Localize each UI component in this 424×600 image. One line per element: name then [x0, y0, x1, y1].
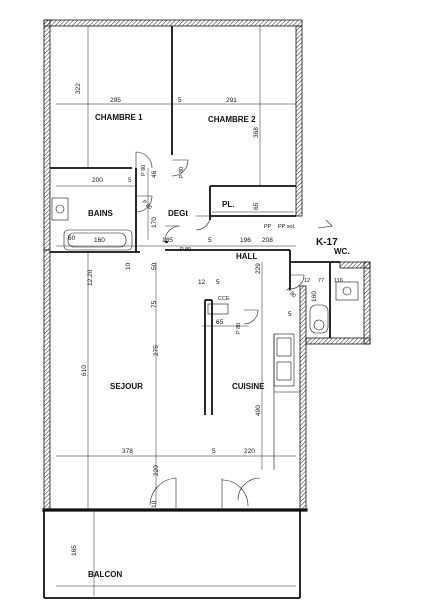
dim-220a: 220 [244, 448, 255, 455]
dimension-texts: 322 295 5 291 368 200 5 46 170 60 160 18… [68, 83, 343, 556]
dimension-lines [56, 26, 296, 596]
dim-77: 77 [318, 278, 324, 284]
dim-200: 200 [92, 177, 103, 184]
dim-10: 10 [125, 262, 132, 270]
dim-65b: 65 [216, 319, 224, 326]
dim-185: 185 [162, 237, 173, 244]
door-label-p80-f: P 80 [285, 287, 297, 299]
fixtures [51, 197, 359, 470]
plan-reference: K-17 [316, 237, 338, 248]
dim-116: 116 [334, 278, 343, 284]
dim-229: 229 [255, 263, 262, 274]
dim-490: 490 [255, 405, 262, 416]
label-cuisine: CUISINE [232, 382, 265, 391]
room-labels: CHAMBRE 1 CHAMBRE 2 BAINS DEGt PL. HALL … [88, 113, 350, 579]
dim-368: 368 [253, 127, 260, 138]
dim-170: 170 [151, 217, 158, 228]
dim-5e: 5 [288, 311, 292, 318]
label-sejour: SEJOUR [110, 382, 143, 391]
dim-75: 75 [151, 300, 158, 308]
dim-5a: 5 [178, 97, 182, 104]
door-label-p80-d: P 80 [180, 247, 191, 253]
dim-10b: 10 [151, 500, 158, 508]
dim-378: 378 [122, 448, 133, 455]
label-hall: HALL [236, 252, 257, 261]
door-label-p80-e: P 80 [236, 323, 242, 334]
dim-220b: 220 [153, 465, 160, 476]
interior-walls [42, 26, 340, 599]
door-label-pp-sol: PP sol. [278, 224, 296, 230]
label-chambre-1: CHAMBRE 1 [95, 113, 143, 122]
exterior-walls [43, 19, 371, 511]
door-label-p80-b: P 80 [179, 167, 185, 178]
dim-295: 295 [110, 97, 121, 104]
label-chambre-2: CHAMBRE 2 [208, 115, 256, 124]
dim-5c: 5 [208, 237, 212, 244]
dim-610: 610 [81, 365, 88, 376]
dim-1220: 12.20 [87, 269, 94, 286]
dim-275: 275 [153, 345, 160, 356]
dim-5f: 5 [212, 448, 216, 455]
dim-160b: 160 [311, 291, 318, 302]
dim-12: 12 [198, 279, 206, 286]
dim-160a: 160 [94, 237, 105, 244]
dim-50: 50 [151, 262, 158, 270]
door-swings [135, 151, 305, 508]
dim-65a: 65 [253, 202, 260, 210]
dim-165: 165 [71, 545, 78, 556]
dim-5b: 5 [128, 177, 132, 184]
label-pl: PL. [222, 200, 234, 209]
dim-291: 291 [226, 97, 237, 104]
door-label-p80-a: P 80 [141, 165, 147, 176]
label-degt: DEGt [168, 209, 188, 218]
dim-60: 60 [68, 235, 76, 242]
dim-12w: 12 [304, 278, 310, 284]
dim-322: 322 [75, 83, 82, 94]
dim-46: 46 [151, 170, 158, 178]
dim-5d: 5 [216, 279, 220, 286]
label-balcon: BALCON [88, 570, 122, 579]
label-wc: WC. [334, 247, 350, 256]
dim-208: 208 [262, 237, 273, 244]
door-label-pp: PP [264, 224, 272, 230]
dim-196: 196 [240, 237, 251, 244]
label-cce: CCE [218, 296, 230, 302]
label-bains: BAINS [88, 209, 114, 218]
